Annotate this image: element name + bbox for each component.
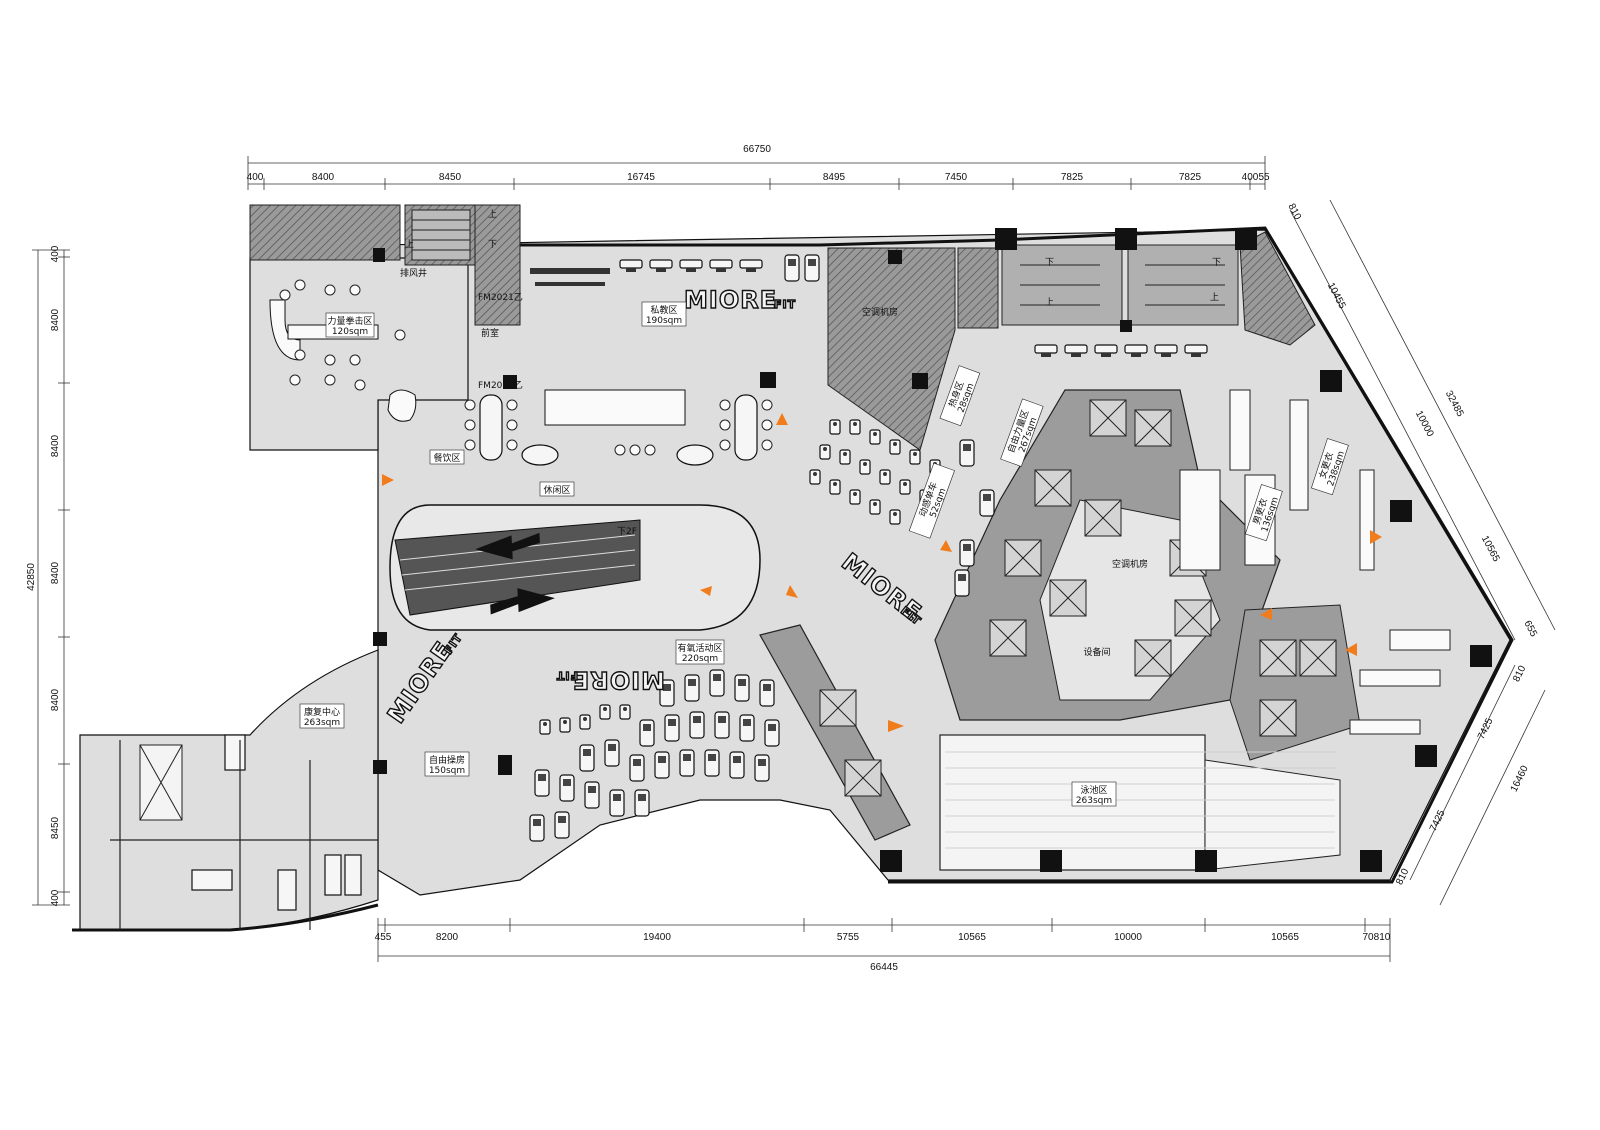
stairs-up-label: 上	[1210, 292, 1219, 303]
dim-right-seg: 10565	[1479, 534, 1502, 564]
fire-door-label: FM2021乙	[478, 292, 523, 303]
brand-logo: MIORE	[572, 666, 665, 694]
stairs-down-label: 下	[1212, 258, 1221, 268]
zone-name-private: 私教区	[650, 304, 677, 316]
zone-name-dining: 餐饮区	[433, 452, 460, 464]
hvac-room-north	[827, 247, 956, 451]
zone-area-free-studio: 150sqm	[429, 766, 465, 776]
zone-name-hvac-north: 空调机房	[862, 306, 898, 318]
dim-top-seg: 8495	[823, 172, 846, 183]
dim-right-total: 32485	[1443, 389, 1466, 419]
fire-door-label: FM2021乙	[478, 380, 523, 391]
dim-top-seg: 8400	[312, 172, 335, 183]
arrow-icon	[786, 585, 798, 598]
dim-left-seg: 8400	[50, 308, 61, 331]
dim-bottom-seg: 8200	[436, 932, 459, 943]
dim-bottom-seg: 810	[1374, 932, 1391, 943]
dim-top-seg: 400	[247, 172, 264, 183]
zone-name-equipment: 设备间	[1083, 646, 1110, 658]
dim-left-seg: 400	[50, 245, 61, 262]
dim-top-seg: 400	[1242, 172, 1259, 183]
brand-logo: MIORE	[684, 286, 777, 314]
zone-name-strength: 力量拳击区	[327, 315, 372, 327]
dim-top-seg: 16745	[627, 172, 655, 183]
arrow-icon	[1345, 643, 1357, 656]
dim-bottom-seg: 70	[1362, 932, 1374, 943]
dim-bottom-total: 66445	[870, 962, 898, 973]
brand-logo-suffix: FIT	[774, 298, 796, 311]
stairs-up-label: 上	[488, 209, 497, 220]
escalator	[389, 504, 761, 631]
escalator-down-label: 下2F	[617, 527, 637, 537]
dim-right-seg: 655	[1521, 619, 1539, 639]
dim-right-lower-total: 16460	[1509, 764, 1531, 794]
dim-right-seg: 10000	[1413, 409, 1436, 439]
zone-name-rehab: 康复中心	[304, 706, 340, 718]
dim-left-seg: 8400	[50, 434, 61, 457]
zone-area-cardio: 220sqm	[682, 654, 718, 664]
dim-right-seg: 10455	[1325, 281, 1348, 311]
dim-bottom-seg: 19400	[643, 932, 671, 943]
zone-area-rehab: 263sqm	[304, 718, 340, 728]
zone-area-private: 190sqm	[646, 316, 682, 326]
dim-left-seg: 8450	[50, 816, 61, 839]
zone-name-hvac-center: 空调机房	[1112, 558, 1148, 570]
arrow-icon	[940, 540, 952, 552]
dim-bottom-seg: 5755	[837, 932, 860, 943]
dim-top-seg: 7450	[945, 172, 968, 183]
locker-rooms	[1179, 389, 1451, 735]
dim-top-seg: 8450	[439, 172, 462, 183]
rehab-rooms	[110, 734, 378, 930]
columns	[373, 228, 1492, 872]
dim-top-seg: 7825	[1061, 172, 1084, 183]
dim-top-total: 66750	[743, 144, 771, 155]
dim-left-total: 42850	[26, 563, 37, 591]
arrow-icon	[382, 474, 394, 486]
dim-right-seg: 810	[1285, 202, 1303, 222]
private-training-equipment	[530, 254, 820, 286]
dim-left-seg: 8400	[50, 561, 61, 584]
stairs-up-label: 上	[405, 239, 414, 250]
zone-labels: 力量拳击区 120sqm 私教区 190sqm 空调机房 空调机房 设备间 餐饮…	[299, 209, 1349, 807]
dim-left-seg: 8400	[50, 688, 61, 711]
arrow-icon	[1370, 530, 1382, 544]
dim-right-lower-seg: 7425	[1428, 808, 1448, 833]
dim-bottom-seg: 10000	[1114, 932, 1142, 943]
zone-name-free-studio: 自由操房	[429, 754, 465, 766]
zone-area-pool: 263sqm	[1076, 796, 1112, 806]
stairs-down-label: 下	[488, 240, 497, 250]
zone-name-pool: 泳池区	[1080, 784, 1107, 796]
zone-name-office: 前室	[481, 327, 499, 339]
circulation-arrows	[382, 413, 1382, 732]
exhaust-shaft-label: 排风井	[400, 267, 427, 279]
dim-bottom-seg: 455	[375, 932, 392, 943]
dim-top-seg: 55	[1258, 172, 1270, 183]
arrow-icon	[1260, 608, 1272, 620]
zone-area-strength: 120sqm	[332, 327, 368, 337]
arrow-icon	[776, 413, 788, 425]
stairs-down-label: 下	[1045, 258, 1054, 268]
dim-bottom-seg: 10565	[1271, 932, 1299, 943]
dim-left-seg: 400	[50, 889, 61, 906]
dim-top-seg: 7825	[1179, 172, 1202, 183]
dining-furniture	[464, 389, 773, 466]
stairs-up-label: 上	[1045, 297, 1054, 308]
dim-right-lower-seg: 7425	[1476, 716, 1496, 741]
arrow-icon	[700, 586, 712, 596]
brand-logo-suffix: FIT	[556, 669, 578, 682]
dimension-lines	[32, 156, 1556, 962]
dim-bottom-seg: 10565	[958, 932, 986, 943]
arrow-icon	[888, 720, 904, 732]
zone-name-lounge: 休闲区	[543, 484, 570, 496]
zone-name-cardio: 有氧活动区	[677, 642, 722, 654]
